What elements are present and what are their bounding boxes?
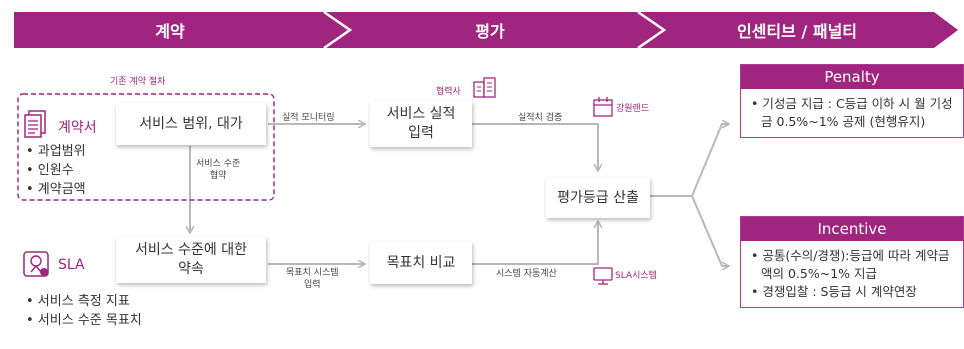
monitor-icon: [593, 267, 613, 285]
contract-doc-title: 계약서: [58, 120, 97, 136]
document-icon: [24, 110, 46, 138]
gangwon-label: 강원랜드: [616, 104, 650, 114]
level-agreement-label: 서비스 수준 협약: [196, 159, 241, 182]
sla-title: SLA: [58, 257, 85, 273]
sla-system-label: SLA시스템: [615, 271, 657, 281]
contract-doc-list: • 과업범위 • 인원수 • 계약금액: [26, 142, 86, 199]
phase-contract: 계약: [155, 22, 185, 41]
monitoring-label: 실적 모니터링: [282, 113, 335, 123]
service-level-agreement-box: 서비스 수준에 대한 약속: [116, 237, 266, 283]
list-item: • 과업범위: [26, 144, 86, 159]
penalty-title: Penalty: [741, 65, 963, 89]
incentive-body: • 공통(수의/경쟁):등급에 따라 계약금액의 0.5%~1% 지급 • 경쟁…: [741, 241, 963, 307]
list-item: • 기성금 지급 : C등급 이하 시 월 기성금 0.5%~1% 공제 (현행…: [751, 96, 953, 129]
verification-label: 실적치 검증: [518, 113, 563, 123]
partner-label: 협력사: [436, 87, 461, 97]
building-icon: [473, 77, 496, 98]
list-item: • 서비스 측정 지표: [26, 294, 130, 309]
sla-icon: [23, 251, 49, 277]
phase-incentive-penalty: 인센티브 / 패널티: [736, 22, 858, 41]
penalty-body: • 기성금 지급 : C등급 이하 시 월 기성금 0.5%~1% 공제 (현행…: [741, 89, 963, 137]
list-item: • 경쟁입찰 : S등급 시 계약연장: [751, 284, 917, 299]
calendar-icon: [593, 97, 613, 117]
list-item: • 인원수: [26, 163, 74, 178]
phase-band: [14, 10, 958, 48]
list-item: • 계약금액: [26, 182, 86, 197]
performance-input-box: 서비스 실적 입력: [370, 101, 472, 147]
phase-evaluation: 평가: [475, 22, 505, 41]
grade-calculation-box: 평가등급 산출: [546, 178, 650, 218]
incentive-panel: Incentive • 공통(수의/경쟁):등급에 따라 계약금액의 0.5%~…: [740, 216, 964, 308]
list-item: • 공통(수의/경쟁):등급에 따라 계약금액의 0.5%~1% 지급: [751, 248, 950, 281]
incentive-title: Incentive: [741, 217, 963, 241]
service-scope-box: 서비스 범위, 대가: [116, 103, 266, 145]
auto-calc-label: 시스템 자동계산: [496, 269, 557, 279]
penalty-panel: Penalty • 기성금 지급 : C등급 이하 시 월 기성금 0.5%~1…: [740, 64, 964, 138]
sla-list: • 서비스 측정 지표 • 서비스 수준 목표치: [26, 292, 142, 330]
target-input-label: 목표치 시스템 입력: [286, 268, 339, 291]
list-item: • 서비스 수준 목표치: [26, 313, 142, 328]
group-title: 기존 계약 절차: [110, 77, 166, 87]
target-compare-box: 목표치 비교: [370, 242, 472, 284]
